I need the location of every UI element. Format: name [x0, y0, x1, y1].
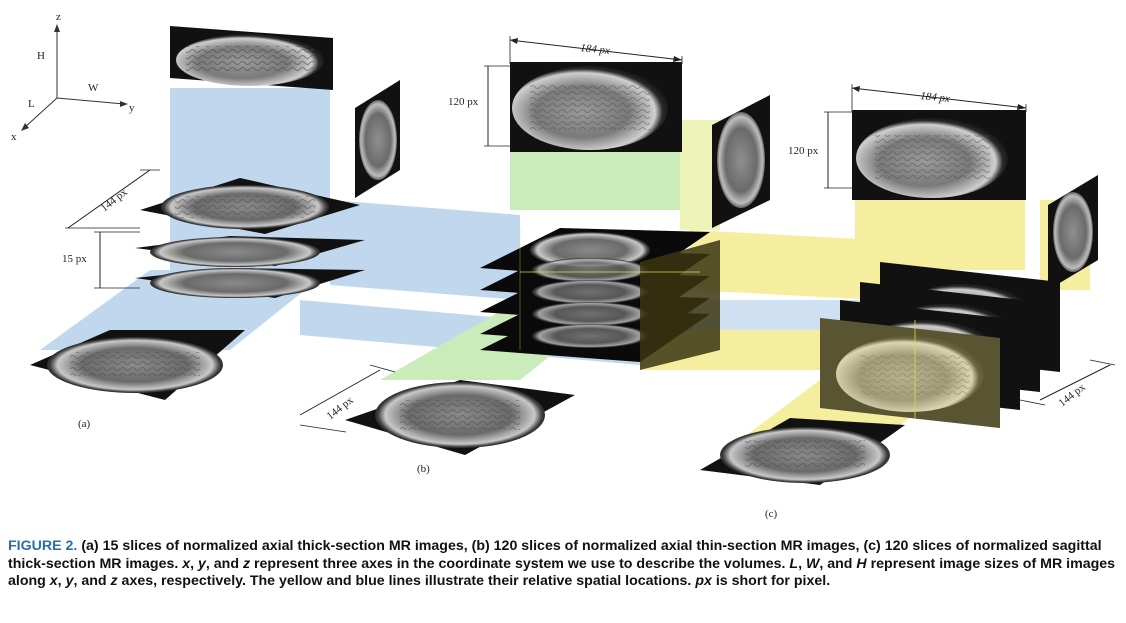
panel-b-axial-image — [345, 380, 575, 455]
panel-b-sagittal-image — [510, 62, 682, 152]
caption-sep1: , — [190, 555, 199, 572]
panel-c-depth-label: 144 px — [1056, 381, 1088, 409]
figure-2: z H W y L x — [11, 11, 1116, 520]
panel-b-height-label: 120 px — [448, 96, 479, 108]
figure-illustration: z H W y L x — [11, 11, 1116, 520]
caption-H: H — [856, 555, 867, 572]
figure-caption: FIGURE 2. (a) 15 slices of normalized ax… — [8, 538, 1118, 591]
panel-c: 184 px 120 px 144 px (c) — [700, 84, 1116, 520]
panel-a-height-dimension: 15 px — [62, 231, 140, 289]
axis-icon: z H W y L x — [11, 11, 135, 143]
panel-a-width-label: 144 px — [98, 186, 130, 214]
spatial-bands — [40, 88, 1090, 440]
panel-c-width-dimension: 184 px — [851, 84, 1027, 112]
panel-a-label: (a) — [78, 418, 91, 430]
caption-x2: x — [49, 573, 58, 589]
panel-a-slice-stack — [135, 178, 365, 298]
panel-c-coronal-image — [1048, 175, 1098, 290]
axis-x-label: x — [11, 131, 17, 143]
caption-sep2: , and — [205, 555, 243, 572]
panel-b-width-label: 184 px — [580, 42, 611, 57]
caption-part3: represent image sizes of MR images along — [8, 555, 1116, 590]
caption-part1: (a) 15 slices of normalized axial thick-… — [8, 538, 1102, 572]
caption-sep4: , and — [819, 555, 857, 572]
axis-L-label: L — [28, 98, 35, 110]
panel-c-axial-image — [700, 418, 905, 485]
caption-W: W — [805, 555, 820, 572]
caption-x: x — [182, 555, 191, 572]
panel-c-height-label: 120 px — [788, 145, 819, 157]
panel-a-sagittal-image — [170, 26, 333, 90]
axis-W-label: W — [88, 82, 99, 94]
caption-sep5: , — [57, 573, 66, 589]
panel-a-coronal-image — [355, 80, 400, 198]
panel-c-height-dimension: 120 px — [788, 111, 854, 189]
panel-b-slice-stack — [480, 228, 720, 370]
caption-z2: z — [110, 573, 118, 589]
panel-c-slice-stack — [820, 262, 1060, 428]
panel-a: 144 px 15 px (a) — [30, 26, 400, 430]
caption-sep6: , and — [73, 573, 111, 589]
panel-b-height-dimension: 120 px — [448, 65, 512, 147]
panel-c-sagittal-image — [852, 110, 1026, 200]
caption-sep3: , — [798, 555, 806, 572]
panel-a-axial-image — [30, 330, 245, 400]
panel-a-width-dimension: 144 px — [65, 169, 160, 229]
panel-c-width-label: 184 px — [920, 90, 951, 105]
caption-y2: y — [65, 573, 74, 589]
caption-part4: axes, respectively. The yellow and blue … — [117, 573, 696, 589]
panel-b: 184 px 120 px 144 px (b) — [299, 36, 770, 475]
caption-part2: represent three axes in the coordinate s… — [250, 555, 790, 572]
panel-b-coronal-image — [712, 95, 770, 228]
panel-a-height-label: 15 px — [62, 253, 87, 265]
caption-z: z — [242, 555, 251, 572]
axis-z-label: z — [56, 11, 61, 23]
axis-H-label: H — [37, 50, 45, 62]
caption-y: y — [198, 555, 206, 572]
caption-figure-label: FIGURE 2. — [8, 538, 78, 554]
caption-part5: is short for pixel. — [711, 573, 831, 589]
caption-px: px — [695, 573, 712, 589]
caption-L: L — [789, 555, 799, 572]
panel-b-width-dimension: 184 px — [509, 36, 683, 64]
axis-y-label: y — [129, 102, 135, 114]
panel-c-label: (c) — [765, 508, 778, 520]
panel-b-label: (b) — [417, 463, 430, 475]
